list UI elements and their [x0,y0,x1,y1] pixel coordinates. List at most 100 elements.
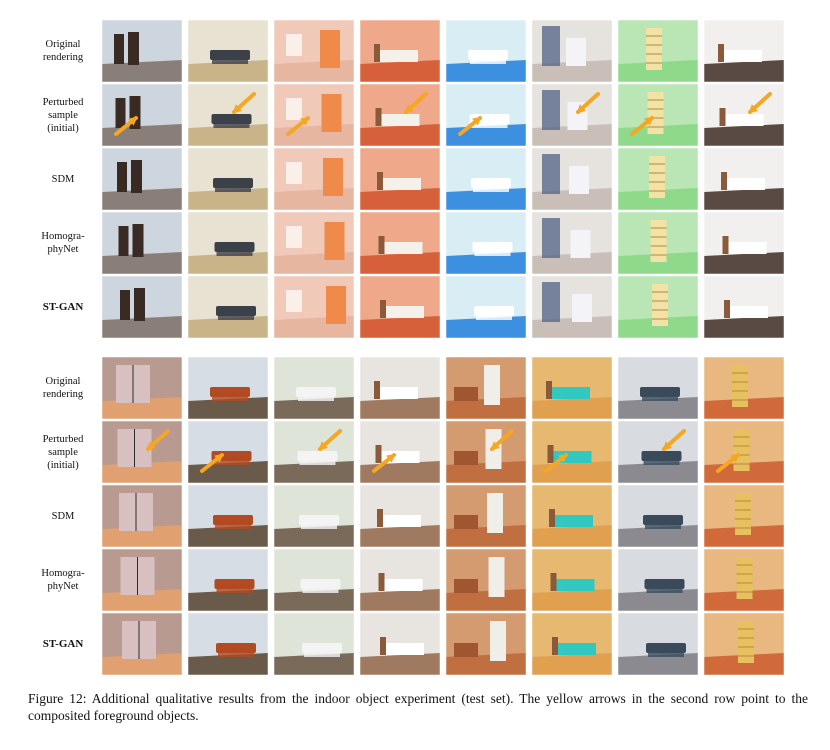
room-floor [618,653,698,675]
cabinet-shape [569,166,589,194]
room-floor [274,397,354,419]
row-label-text: Homogra- phyNet [41,231,85,255]
bed-headboard [718,44,724,62]
scene-thumbnail [102,148,182,210]
bed-shape [377,114,420,126]
room-floor [704,589,784,611]
window-shape [286,34,302,56]
pointer-arrow-icon [748,92,772,114]
scene-thumbnail [704,212,784,274]
sofa-seat [643,457,680,465]
room-floor [274,653,354,675]
scene-thumbnail [618,212,698,274]
room-floor [102,252,182,274]
scene-thumbnail [274,276,354,338]
bed-shape [382,306,424,318]
scene-thumbnail [618,20,698,82]
sofa-seat [299,457,336,465]
bed-shape [548,387,590,399]
scene-thumbnail [446,357,526,419]
fridge-shape [484,365,500,405]
scene-thumbnail [446,148,526,210]
shelf-shape [652,284,668,326]
row-label: ST-GAN [28,613,98,675]
scene-thumbnail [188,148,268,210]
sofa-seat [473,184,509,192]
scene-thumbnail [188,276,268,338]
bed-shape [723,178,765,190]
scene-thumbnail [274,613,354,675]
sofa-seat [218,312,254,320]
window-shape [286,290,302,312]
figure-row: ST-GAN [0,276,830,338]
room-floor [532,589,612,611]
window-shape [286,98,302,120]
room-floor [188,124,268,146]
scene-thumbnail [446,212,526,274]
bed-headboard [721,172,727,190]
scene-thumbnail [704,148,784,210]
wall-tile [542,218,560,258]
room-floor [704,653,784,675]
scene-thumbnail [274,20,354,82]
bed-headboard [378,573,385,591]
room-floor [532,397,612,419]
scene-thumbnail [446,421,526,483]
row-label-text: Perturbed sample (initial) [42,96,84,134]
row-label: Homogra- phyNet [28,212,98,274]
bed-headboard [550,573,557,591]
row-label-text: ST-GAN [42,300,84,313]
pointer-arrow-icon [576,92,600,114]
sofa-seat [213,457,250,465]
shelf-shape [646,28,662,70]
scene-thumbnail [446,549,526,611]
scene-thumbnail [704,549,784,611]
door-shape [114,34,124,64]
row-label: Original rendering [28,20,98,82]
bed-shape [720,50,762,62]
scene-thumbnail [618,549,698,611]
pointer-arrow-icon [114,116,138,136]
scene-thumbnail [274,212,354,274]
scene-thumbnail [274,148,354,210]
door-shape [118,226,129,256]
pointer-arrow-icon [318,429,342,451]
scene-thumbnail [360,549,440,611]
window-shape [286,226,302,248]
figure-row: Original rendering [0,357,830,419]
shelf-shape [735,493,751,535]
figure-row: SDM [0,485,830,547]
door-shape [117,162,127,192]
bed-headboard [719,108,726,126]
room-floor [704,316,784,338]
bed-headboard [722,236,729,254]
room-floor [532,653,612,675]
scene-thumbnail [188,84,268,146]
scene-thumbnail [618,421,698,483]
room-floor [704,525,784,547]
bed-shape [724,242,767,254]
bed-shape [554,643,596,655]
scene-thumbnail [704,421,784,483]
figure-row: Perturbed sample (initial) [0,84,830,146]
scene-thumbnail [618,613,698,675]
bed-headboard [375,108,382,126]
cabinet-shape [566,38,586,66]
figure-row: ST-GAN [0,613,830,675]
scene-thumbnail [274,549,354,611]
bed-shape [376,50,418,62]
sofa-seat [298,393,334,401]
sofa-seat [642,393,678,401]
pointer-arrow-icon [716,453,740,473]
door-shape [120,290,130,320]
sofa-seat [304,649,340,657]
room-floor [360,124,440,146]
scene-thumbnail [188,485,268,547]
row-label: SDM [28,148,98,210]
row-label-text: SDM [51,173,75,185]
room-floor [446,397,526,419]
scene-thumbnail [618,276,698,338]
scene-thumbnail [360,276,440,338]
door-shape [129,96,141,129]
scene-thumbnail [360,613,440,675]
